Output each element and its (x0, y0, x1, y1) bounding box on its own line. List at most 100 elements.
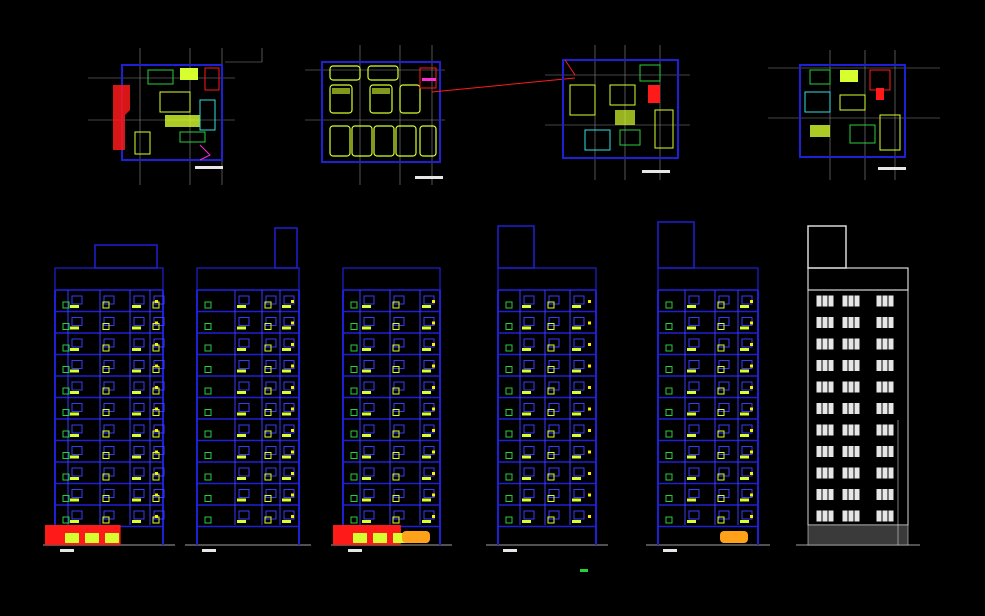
section-4-fixture (547, 516, 555, 524)
facade-window (875, 423, 895, 437)
section-4-fixture (547, 301, 555, 309)
section-1-door-frame (71, 424, 83, 434)
section-4-door-frame (573, 317, 585, 326)
section-3-door-frame (363, 403, 375, 412)
section-4-door-frame (573, 424, 585, 434)
section-1-door-frame (71, 446, 83, 455)
facade-window (815, 316, 835, 329)
section-3-door-frame (363, 446, 375, 455)
section-3-fixture (422, 412, 431, 416)
section-1-door-frame (133, 381, 145, 391)
section-5-fixture (687, 326, 696, 330)
section-1-fixture (70, 455, 79, 459)
section-4-fixture (522, 498, 531, 502)
section-3-fixture (422, 520, 431, 523)
section-3-stair-detail (350, 387, 358, 395)
section-3-door-frame (363, 295, 375, 305)
section-4-fixture (522, 412, 531, 416)
elevation-sections (43, 221, 920, 552)
section-1-stair-detail (62, 323, 70, 330)
section-4-fixture (547, 344, 555, 352)
section-2-fixture (282, 305, 291, 308)
section-5-stair-detail (665, 516, 673, 524)
section-5-stair-detail (665, 301, 673, 309)
section-1-door-frame (71, 381, 83, 391)
section-2-fixture (237, 434, 246, 437)
section-1-light (155, 321, 158, 325)
section-5-door-frame (688, 338, 700, 348)
section-4-fixture (522, 520, 531, 523)
section-4-stair-detail (505, 473, 513, 481)
section-3-car (353, 533, 367, 543)
section-4-light (588, 364, 591, 368)
section-1-stair-detail (62, 344, 70, 352)
section-4-door-frame (523, 403, 535, 412)
section-4-light (588, 493, 591, 497)
section-4-fixture (572, 326, 581, 330)
section-1-car (105, 533, 119, 543)
section-4-scale-bar (503, 549, 517, 552)
section-4-fixture (547, 323, 555, 330)
section-4-fixture (572, 305, 581, 308)
section-3-fixture (392, 366, 400, 373)
section-3-light (432, 407, 435, 411)
section-1-door-frame (71, 317, 83, 326)
section-2-fixture (282, 477, 291, 480)
section-3-fixture (422, 369, 431, 373)
facade-window (815, 337, 835, 351)
section-2-stair-detail (204, 387, 212, 395)
section-4-stair-detail (505, 430, 513, 438)
section-4-door-frame (523, 467, 535, 477)
section-1-fixture (70, 369, 79, 373)
section-2-fixture (237, 520, 246, 523)
section-1-fixture (132, 348, 141, 351)
section-5-door-frame (688, 446, 700, 455)
section-2-door-frame (238, 295, 250, 305)
section-4-stair-detail (505, 323, 513, 330)
section-2-light (291, 364, 294, 368)
section-3-door-frame (363, 360, 375, 369)
section-4-fixture (572, 455, 581, 459)
section-4-fixture (547, 452, 555, 459)
section-3-fixture (392, 495, 400, 502)
section-4-door-frame (523, 446, 535, 455)
section-3-door-frame (363, 424, 375, 434)
section-5-light (750, 300, 753, 303)
section-5-fixture (717, 344, 725, 352)
section-3-fixture (422, 326, 431, 330)
section-2-door-frame (238, 489, 250, 498)
section-4-light (588, 450, 591, 454)
facade-window (841, 488, 861, 501)
section-1-door-frame (71, 510, 83, 520)
section-1-scale-bar (60, 549, 74, 552)
section-1-fixture (70, 412, 79, 416)
section-1-light (155, 493, 158, 497)
facade-window (815, 402, 835, 415)
section-5-door-frame (688, 489, 700, 498)
section-3-fixture (422, 434, 431, 437)
section-3-light (432, 493, 435, 497)
section-3-stair-detail (350, 409, 358, 416)
section-4-fixture (547, 409, 555, 416)
section-4-light (588, 472, 591, 475)
section-2-door-frame (238, 510, 250, 520)
section-3-fixture (362, 348, 371, 351)
section-1-door-frame (133, 467, 145, 477)
section-3-light (432, 450, 435, 454)
section-4-stair-detail (505, 301, 513, 309)
section-1-door-frame (71, 360, 83, 369)
facade-window (875, 316, 895, 329)
section-2-stair-detail (204, 323, 212, 330)
section-5-light (750, 386, 753, 389)
section-2-stair-detail (204, 473, 212, 481)
section-4-fixture (572, 369, 581, 373)
section-1-stair-detail (62, 301, 70, 309)
section-3-fixture (422, 498, 431, 502)
section-5-stair-detail (665, 430, 673, 438)
facade-window (815, 423, 835, 437)
section-2-door-frame (238, 317, 250, 326)
section-2-stair-detail (204, 366, 212, 373)
section-1-stair-detail (62, 409, 70, 416)
facade-window (875, 509, 895, 523)
section-5-door-frame (688, 403, 700, 412)
